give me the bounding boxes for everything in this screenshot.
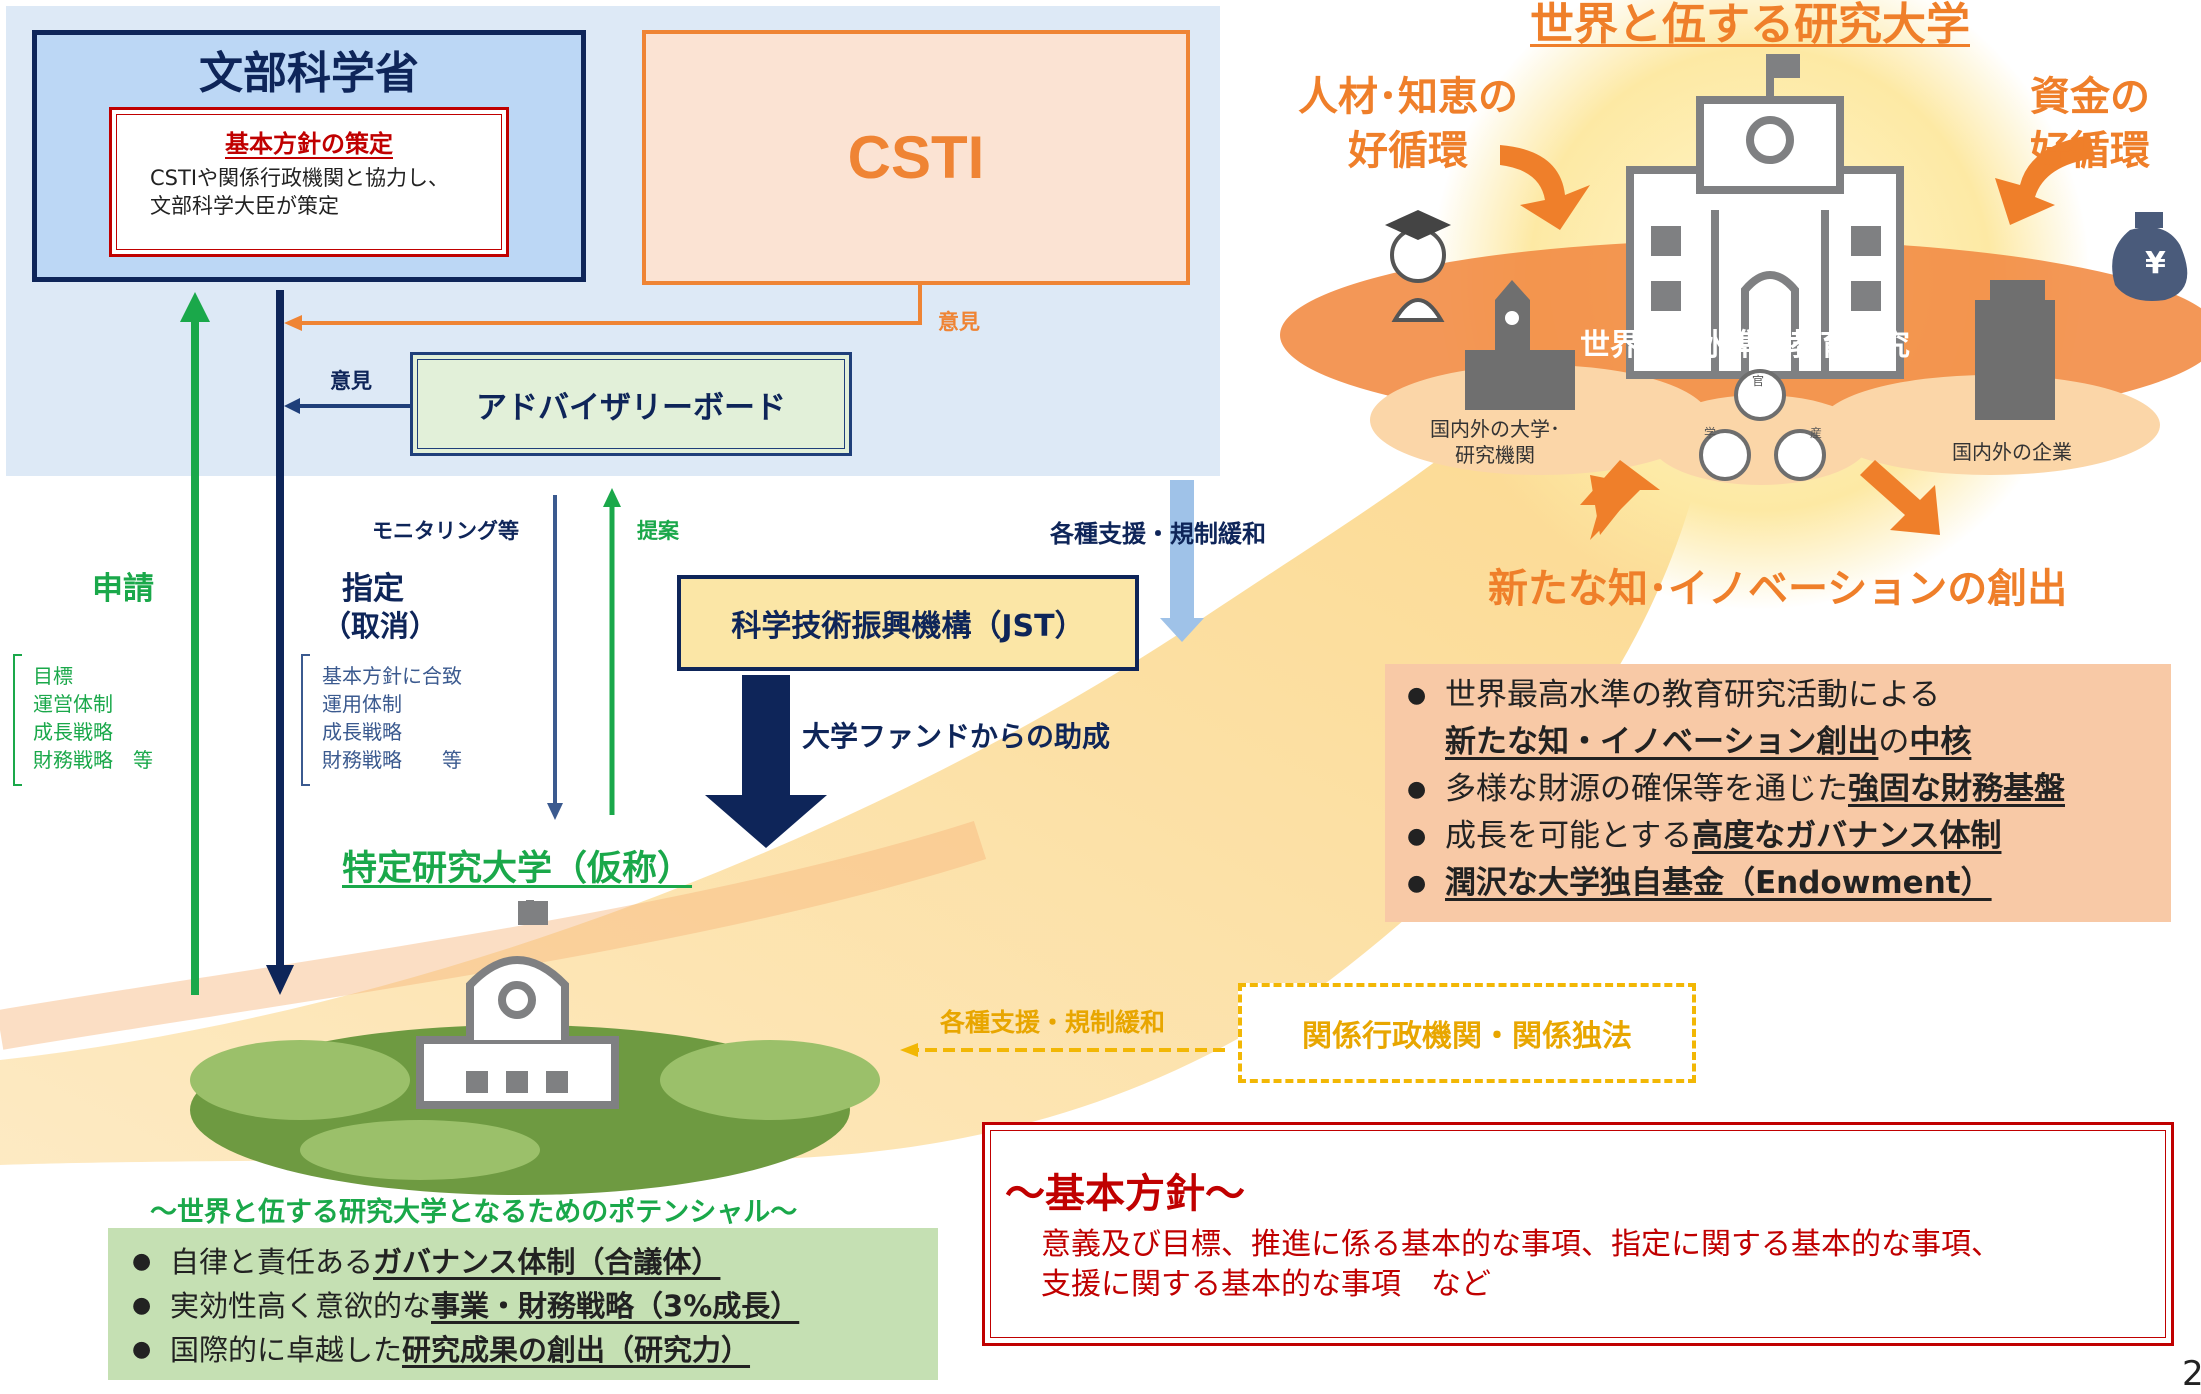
jst-support-label: 各種支援・規制緩和 [1050,520,1266,548]
potential-item: 国際的に卓越した研究成果の創出（研究力） [132,1328,938,1372]
basic-policy-title: ～基本方針～ [1005,1171,1245,1217]
university-observatory-icon [416,900,619,1109]
feature-item: 潤沢な大学独自基金（Endowment） [1407,860,2171,907]
agencies-title: 関係行政機関・関係独法 [1302,1019,1632,1054]
support-arrow [1160,480,1204,642]
apply-items: 目標 運営体制 成長戦略 財務戦略 等 [33,662,153,774]
universities-line: 研究機関 [1455,443,1535,467]
campus-building-icon [1465,280,1575,410]
apply-item: 成長戦略 [33,720,113,744]
money-bag-icon [2112,212,2188,301]
jst-title: 科学技術振興機構（JST） [731,609,1085,644]
talent-cycle-line: 好循環 [1348,128,1468,174]
policy-line-1: CSTIや関係行政機関と協力し、 [150,166,450,190]
features-box: 世界最高水準の教育研究活動による 新たな知・イノベーション創出の中核 多様な財源… [1385,664,2171,922]
monitoring-arrow [547,495,563,820]
mext-box: 文部科学省 基本方針の策定 CSTIや関係行政機関と協力し、 文部科学大臣が策定 [32,30,586,282]
apply-arrow [180,292,210,995]
policy-line-2: 文部科学大臣が策定 [150,194,339,218]
designate-items: 基本方針に合致 運用体制 成長戦略 財務戦略 等 [322,662,462,774]
agency-support-arrow [900,1043,1225,1057]
potential-item: 自律と責任あるガバナンス体制（合議体） [132,1240,938,1284]
graduate-icon [1385,210,1451,322]
designate-item: 運用体制 [322,692,402,716]
designate-arrow [266,290,294,995]
yen-symbol: ¥ [2145,246,2166,281]
mext-title: 文部科学省 [199,48,419,99]
advisory-board-box: アドバイザリーボード [410,352,852,456]
apply-item: 運営体制 [33,692,113,716]
grant-arrow [705,675,827,848]
designate-item: 財務戦略 等 [322,748,462,772]
monitoring-label: モニタリング等 [372,519,519,543]
designate-sub-label: （取消） [322,609,439,643]
policy-box: 基本方針の策定 CSTIや関係行政機関と協力し、 文部科学大臣が策定 [109,107,509,257]
talent-cycle-label: 人材･知恵の 好循環 [1298,70,1518,178]
companies-label: 国内外の企業 [1952,440,2072,464]
csti-title: CSTI [847,124,985,191]
feature-item: 世界最高水準の教育研究活動による 新たな知・イノベーション創出の中核 [1407,672,2171,766]
apply-label: 申請 [92,571,154,607]
feature-item: 成長を可能とする高度なガバナンス体制 [1407,813,2171,860]
face-industry: 産 [1810,426,1823,440]
designated-university-title: 特定研究大学（仮称） [342,849,693,889]
advisory-opinion-arrow [284,398,410,414]
face-gov: 官 [1752,374,1765,388]
csti-box: CSTI [642,30,1190,285]
potential-box: 自律と責任あるガバナンス体制（合議体） 実効性高く意欲的な事業・財務戦略（3%成… [108,1228,938,1380]
designate-item: 成長戦略 [322,720,402,744]
talent-cycle-line: 人材･知恵の [1298,74,1518,120]
jst-box: 科学技術振興機構（JST） [677,575,1139,671]
apply-item: 目標 [33,664,73,688]
university-building-icon [1626,54,1904,379]
office-tower-icon [1975,280,2055,420]
designate-item: 基本方針に合致 [322,664,462,688]
world-class-title: 世界と伍する研究大学 [1530,0,1970,50]
growth-road [0,300,1720,1165]
policy-title: 基本方針の策定 [225,130,393,158]
potential-title: ～世界と伍する研究大学となるためのポテンシャル～ [150,1197,798,1228]
proposal-label: 提案 [637,519,679,543]
jst-grant-label: 大学ファンドからの助成 [802,720,1111,753]
potential-item: 実効性高く意欲的な事業・財務戦略（3%成長） [132,1284,938,1328]
csti-opinion-label: 意見 [938,310,980,334]
basic-policy-line-2: 支援に関する基本的な事項 など [1041,1267,1491,1302]
agencies-support-label: 各種支援・規制緩和 [940,1008,1166,1037]
core-research-label: 世界最高水準の教育研究 [1580,328,1910,363]
proposal-arrow [603,488,621,815]
funds-cycle-label: 資金の 好循環 [2030,70,2150,178]
universities-label: 国内外の大学･ 研究機関 [1430,416,1560,468]
designate-label: 指定 [342,571,404,607]
advisory-opinion-label: 意見 [330,369,372,393]
funds-cycle-line: 好循環 [2030,128,2150,174]
agencies-box: 関係行政機関・関係独法 [1238,983,1696,1083]
funds-cycle-line: 資金の [2030,74,2150,120]
industry-academia-government-icon [1699,369,1826,481]
advisory-board-title: アドバイザリーボード [476,389,786,426]
innovation-creation-label: 新たな知･イノベーションの創出 [1488,566,2068,612]
page-number: 2 [2182,1354,2201,1394]
face-academia: 学 [1704,426,1717,440]
csti-opinion-arrow [284,285,922,331]
apply-item: 財務戦略 等 [33,748,153,772]
basic-policy-box: ～基本方針～ 意義及び目標、推進に係る基本的な事項、指定に関する基本的な事項、 … [982,1122,2174,1346]
feature-item: 多様な財源の確保等を通じた強固な財務基盤 [1407,766,2171,813]
basic-policy-line-1: 意義及び目標、推進に係る基本的な事項、指定に関する基本的な事項、 [1041,1227,2001,1262]
universities-line: 国内外の大学･ [1430,417,1560,441]
